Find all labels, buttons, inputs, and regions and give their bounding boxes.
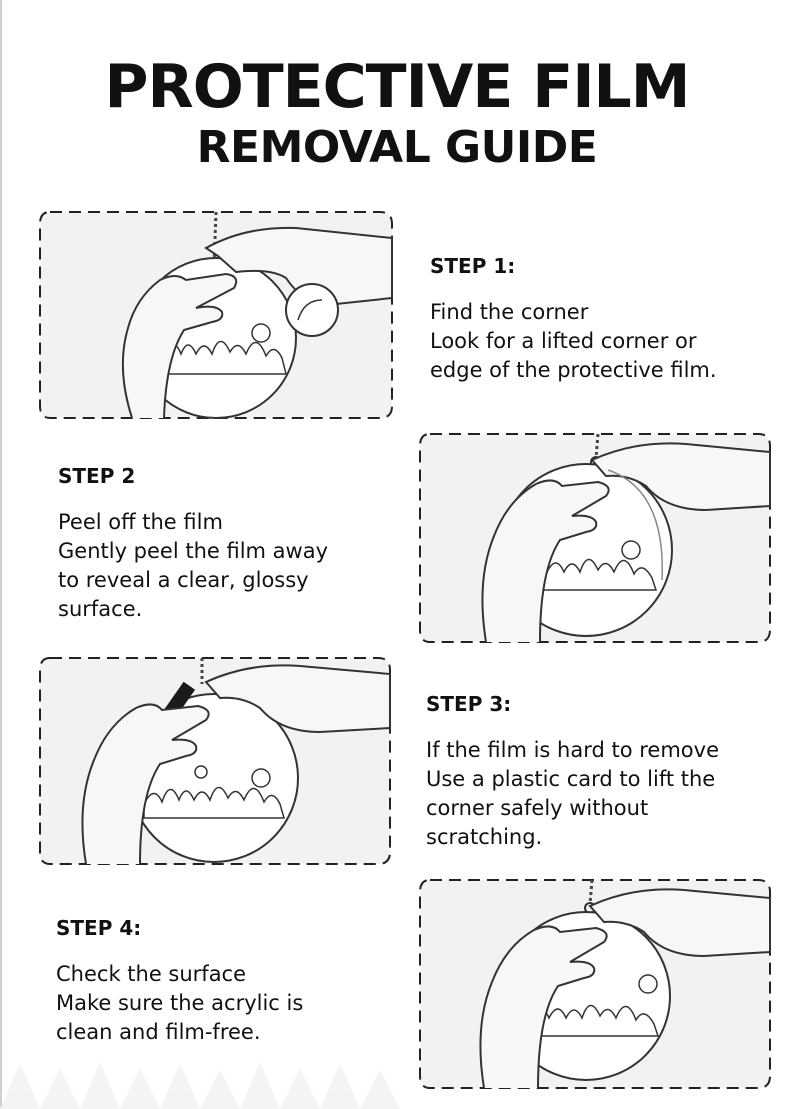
hands-ornament-card-icon [39, 657, 391, 865]
step-text-line: Gently peel the film away [58, 539, 329, 563]
page-edge-line [0, 0, 2, 1109]
illustration-step-4 [416, 876, 778, 1092]
illustration-step-3 [36, 654, 398, 868]
illustration-step-2 [416, 430, 778, 646]
step-text-line: Peel off the film [58, 510, 223, 534]
hands-ornament-clean-icon [419, 879, 771, 1089]
step-heading: STEP 3: [426, 692, 512, 716]
page-subtitle: REMOVAL GUIDE [196, 122, 598, 173]
step-text-line: Check the surface [56, 962, 247, 986]
step-4: STEP 4: Check the surface Make sure the … [56, 916, 303, 1047]
step-3: STEP 3: If the film is hard to remove Us… [426, 692, 719, 852]
step-text-line: Use a plastic card to lift the [426, 767, 716, 791]
step-description: Peel off the film Gently peel the film a… [58, 508, 328, 624]
page-title: PROTECTIVE FILM [104, 52, 691, 122]
step-text-line: Find the corner [430, 300, 589, 324]
hands-ornament-peel-icon [419, 433, 771, 643]
step-2: STEP 2 Peel off the film Gently peel the… [58, 464, 328, 624]
step-description: Find the corner Look for a lifted corner… [430, 298, 717, 385]
hands-ornament-corner-icon [39, 211, 393, 419]
step-text-line: to reveal a clear, glossy [58, 568, 309, 592]
step-heading: STEP 4: [56, 916, 142, 940]
step-text-line: corner safely without [426, 796, 649, 820]
step-text-line: Make sure the acrylic is [56, 991, 304, 1015]
step-description: Check the surface Make sure the acrylic … [56, 960, 303, 1047]
step-text-line: If the film is hard to remove [426, 738, 719, 762]
step-text-line: surface. [58, 597, 143, 621]
step-1: STEP 1: Find the corner Look for a lifte… [430, 254, 717, 385]
step-heading: STEP 2 [58, 464, 136, 488]
step-text-line: scratching. [426, 825, 543, 849]
decorative-triangle-band [0, 1062, 400, 1109]
step-description: If the film is hard to remove Use a plas… [426, 736, 719, 852]
step-heading: STEP 1: [430, 254, 516, 278]
step-text-line: clean and film-free. [56, 1020, 261, 1044]
illustration-step-1 [36, 208, 400, 422]
step-text-line: edge of the protective film. [430, 358, 717, 382]
step-text-line: Look for a lifted corner or [430, 329, 697, 353]
